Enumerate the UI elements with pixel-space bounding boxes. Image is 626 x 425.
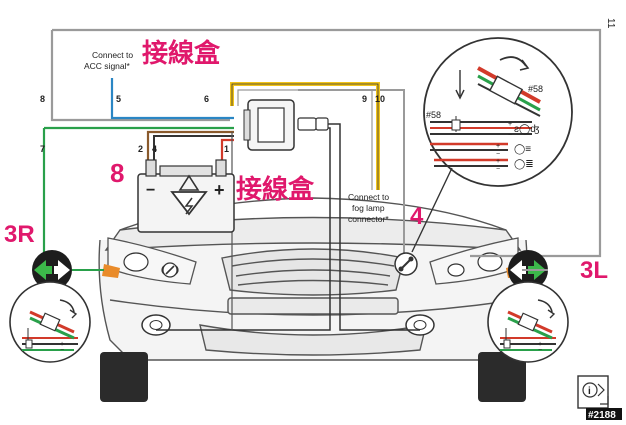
wire-number-1: 1 (224, 144, 229, 154)
svg-text:i: i (588, 386, 591, 397)
diagram-id-badge (586, 408, 622, 420)
wire-right-fog (322, 123, 420, 331)
fog-lamp-connector (394, 252, 418, 276)
svg-text:+: + (214, 180, 225, 200)
svg-text:+: + (60, 341, 64, 348)
svg-text:−: − (508, 132, 512, 139)
left-fog-lamp (141, 314, 171, 336)
wire-number-6: 6 (204, 94, 209, 104)
wire-number-10: 10 (375, 94, 385, 104)
marker-4: 4 (410, 203, 424, 230)
right-connector-detail: + − (487, 281, 569, 363)
low-beam-icon: ◯≡ (514, 144, 531, 155)
svg-text:−: − (496, 166, 500, 173)
wire-red-1 (220, 138, 234, 160)
junction-label-top: 接線盒 (142, 38, 221, 69)
wire-blue-acc (110, 78, 234, 120)
svg-text:+: + (508, 121, 512, 128)
wire-number-5: 5 (116, 94, 121, 104)
right-tyre (478, 352, 526, 402)
svg-text:−: − (496, 151, 500, 158)
svg-text:+: + (496, 158, 500, 165)
front-fog-icon: ƨ◯ʤ (514, 124, 539, 135)
acc-label-line2: ACC signal* (84, 61, 131, 71)
svg-text:−: − (538, 347, 542, 354)
left-turn-lamp (102, 264, 120, 278)
wire-number-2: 2 (138, 144, 143, 154)
svg-text:+: + (496, 143, 500, 150)
wire-brown-2 (146, 130, 234, 160)
junction-box (243, 99, 329, 151)
right-headlight (429, 237, 519, 285)
right-fog-lamp (405, 314, 435, 336)
high-beam-icon: ◯≣ (514, 159, 534, 170)
fog-connector-detail: + − + − + − ƨ◯ʤ ◯≡ ◯≣ #58 #58 (411, 37, 573, 253)
svg-text:−: − (60, 347, 64, 354)
wire-grey-8 (50, 30, 230, 122)
acc-connector (162, 262, 178, 278)
left-turn-signal-icon (32, 250, 72, 290)
fog-label-line2: fog lamp (352, 203, 385, 213)
svg-text:−: − (146, 182, 155, 199)
page-number: 11 (605, 18, 616, 29)
fog-label-line3: connector* (348, 214, 389, 224)
acc-label-line1: Connect to (92, 50, 133, 60)
marker-3l: 3L (580, 257, 608, 284)
junction-label-battery: 接線盒 (236, 174, 315, 205)
svg-text:+: + (538, 341, 542, 348)
wire-number-9: 9 (362, 94, 367, 104)
detail-tag-top: #58 (528, 84, 543, 94)
detail-tag-left: #58 (426, 110, 441, 120)
fog-label-line1: Connect to (348, 192, 389, 202)
diagram-id: #2188 (588, 410, 616, 421)
marker-8: 8 (110, 158, 124, 188)
left-connector-detail: + − (9, 281, 91, 363)
wire-black-4 (153, 135, 234, 160)
left-tyre (100, 352, 148, 402)
marker-3r: 3R (4, 221, 35, 248)
info-icon: i (577, 375, 609, 409)
wire-number-7: 7 (40, 144, 45, 154)
wire-left-fog (156, 127, 331, 331)
wire-number-8: 8 (40, 94, 45, 104)
battery: − + (137, 159, 235, 233)
wire-number-4: 4 (152, 144, 157, 154)
